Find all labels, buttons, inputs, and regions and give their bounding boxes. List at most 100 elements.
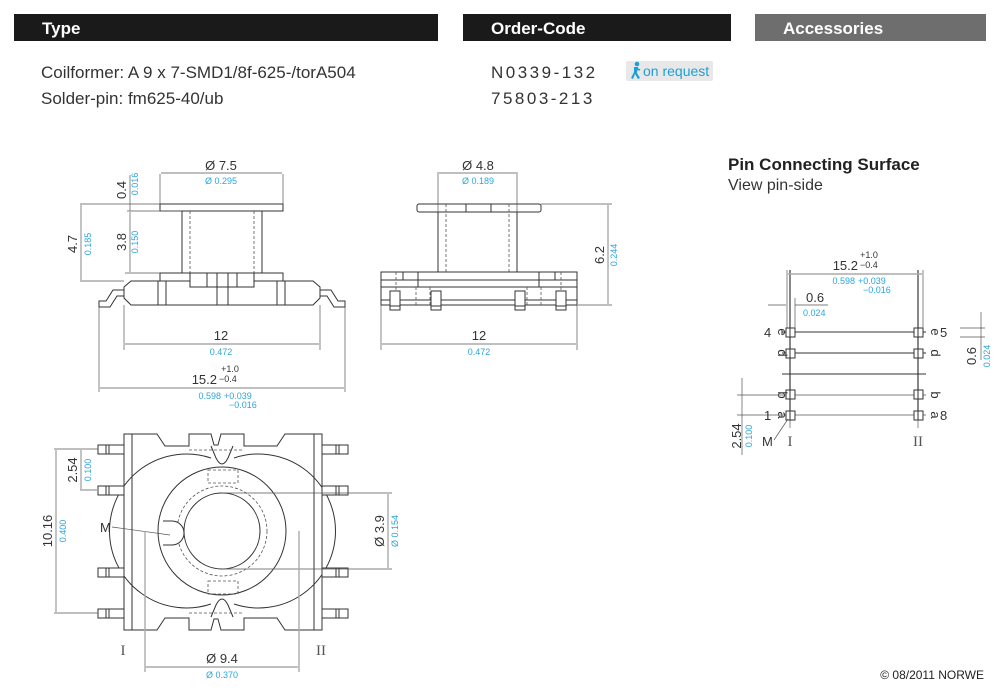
front-width-in: 0.472 xyxy=(468,347,491,357)
pin-height-mm: 0.6 xyxy=(964,347,979,365)
front-height-in: 0.244 xyxy=(609,244,619,267)
header-order-code-label: Order-Code xyxy=(491,19,586,38)
header-accessories-label: Accessories xyxy=(783,19,884,38)
front-height-mm: 6.2 xyxy=(592,246,607,264)
pin-letter-d-right: d xyxy=(928,349,943,356)
bottom-marker-label: M xyxy=(100,520,111,535)
bottom-body-outline xyxy=(123,433,323,631)
front-base-top xyxy=(380,271,578,281)
pin-row-left-label: I xyxy=(788,434,793,450)
side-overall-tol-minus: −0.4 xyxy=(219,374,237,384)
pin-letter-a-left: a xyxy=(775,411,790,419)
pin-number-8: 8 xyxy=(940,408,947,423)
side-pin-left xyxy=(98,289,124,308)
side-top-dia-in: Ø 0.295 xyxy=(205,176,237,186)
pin-width-mm: 0.6 xyxy=(806,290,824,305)
front-pin xyxy=(389,290,401,311)
front-pin xyxy=(430,290,442,311)
pin-overall-tol-minus: −0.4 xyxy=(860,260,878,270)
pin-letter-b-left: b xyxy=(775,391,790,398)
side-winding-in: 0.150 xyxy=(130,231,140,254)
pin-pitch-in: 0.100 xyxy=(744,425,754,448)
side-winding-mm: 3.8 xyxy=(114,233,129,251)
front-base xyxy=(380,279,578,306)
pin-letter-a-right: a xyxy=(928,411,943,419)
pin-pitch-mm: 2.54 xyxy=(729,423,744,448)
front-pin xyxy=(514,290,526,311)
side-flange-in: 0.016 xyxy=(130,173,140,196)
front-pin xyxy=(555,290,567,311)
side-width-in: 0.472 xyxy=(210,347,233,357)
side-top-dia-mm: Ø 7.5 xyxy=(205,158,237,173)
side-winding-body xyxy=(181,210,263,274)
pin-overall-tol-plus: +1.0 xyxy=(860,250,878,260)
top-slot xyxy=(210,445,234,465)
header-type: Type xyxy=(14,14,438,41)
marker-notch xyxy=(163,520,185,546)
running-person-icon xyxy=(631,61,641,79)
side-overall-mm: 15.2 xyxy=(192,372,217,387)
front-top-flange xyxy=(416,203,542,213)
side-width-mm: 12 xyxy=(214,328,228,343)
pin-overall-in-minus: −0.016 xyxy=(863,285,891,295)
side-total-h-in: 0.185 xyxy=(83,233,93,256)
outer-ring-left xyxy=(109,453,212,609)
pin-number-1: 1 xyxy=(764,408,771,423)
coilformer-value: A 9 x 7-SMD1/8f-625-/torA504 xyxy=(127,63,356,82)
bottom-outer-dia-in: Ø 0.370 xyxy=(206,670,238,680)
side-overall-tol-plus: +1.0 xyxy=(221,364,239,374)
side-overall-in-plus: +0.039 xyxy=(224,391,252,401)
pin-number-5: 5 xyxy=(940,325,947,340)
pin-overall-in-plus: +0.039 xyxy=(858,276,886,286)
side-flange-mm: 0.4 xyxy=(114,181,129,199)
pin-letter-e-left: e xyxy=(775,328,790,335)
front-winding-body xyxy=(437,211,518,273)
bottom-row-left-label: I xyxy=(121,643,126,659)
bottom-view: M 2.54 0.100 10.16 0.400 Ø 3.9 Ø 0.154 xyxy=(40,433,400,680)
header-order-code: Order-Code xyxy=(463,14,731,41)
bottom-span-mm: 10.16 xyxy=(40,515,55,548)
header-type-label: Type xyxy=(42,19,81,38)
header-accessories: Accessories xyxy=(755,14,986,41)
front-dia-mm: Ø 4.8 xyxy=(462,158,494,173)
bottom-row-right-label: II xyxy=(316,643,326,659)
on-request-label: on request xyxy=(643,63,710,79)
pin-surface-view: e d b a e d b a 4 1 5 8 M I II 15.2 +1.0… xyxy=(729,250,992,455)
side-top-flange xyxy=(159,203,284,212)
bottom-span-in: 0.400 xyxy=(58,520,68,543)
side-overall-in-minus: −0.016 xyxy=(229,400,257,410)
bottom-slot xyxy=(210,598,234,618)
pin-surface-title: Pin Connecting Surface xyxy=(728,155,920,174)
side-view: Ø 7.5 Ø 0.295 0.4 0.016 3.8 0.150 4.7 0.… xyxy=(65,158,346,410)
solder-pin-label: Solder-pin: xyxy=(41,89,124,108)
solder-pin-value: fm625-40/ub xyxy=(127,89,224,108)
side-total-h-mm: 4.7 xyxy=(65,235,80,253)
pin-surface-subtitle: View pin-side xyxy=(728,177,823,194)
pin-overall-mm: 15.2 xyxy=(833,258,858,273)
front-view: Ø 4.8 Ø 0.189 6.2 0.244 12 0.472 xyxy=(380,158,619,357)
bottom-pitch-in: 0.100 xyxy=(83,459,93,482)
type-row-solder-pin: Solder-pin: fm625-40/ub xyxy=(41,89,223,109)
on-request-badge[interactable]: on request xyxy=(626,61,714,81)
bottom-pins-left xyxy=(97,444,125,619)
front-width-mm: 12 xyxy=(472,328,486,343)
front-dia-in: Ø 0.189 xyxy=(462,176,494,186)
side-base xyxy=(123,280,321,306)
pin-height-in: 0.024 xyxy=(982,345,992,368)
pin-row-right-label: II xyxy=(913,434,923,450)
copyright: © 08/2011 NORWE xyxy=(880,668,984,682)
pin-letter-b-right: b xyxy=(928,391,943,398)
pin-overall-in: 0.598 xyxy=(832,276,855,286)
middle-ring xyxy=(157,466,287,596)
pin-marker-label: M xyxy=(762,434,773,449)
order-code-solder-pin: 75803-213 xyxy=(491,89,595,108)
coilformer-label: Coilformer: xyxy=(41,63,125,82)
bottom-outer-dia-mm: Ø 9.4 xyxy=(206,651,238,666)
type-row-coilformer: Coilformer: A 9 x 7-SMD1/8f-625-/torA504 xyxy=(41,63,356,83)
pin-letter-e-right: e xyxy=(928,328,943,335)
bottom-inner-dia-mm: Ø 3.9 xyxy=(372,515,387,547)
side-overall-in: 0.598 xyxy=(198,391,221,401)
bottom-pins-right xyxy=(321,444,349,619)
pin-letter-d-left: d xyxy=(775,349,790,356)
side-pin-right xyxy=(320,289,346,308)
